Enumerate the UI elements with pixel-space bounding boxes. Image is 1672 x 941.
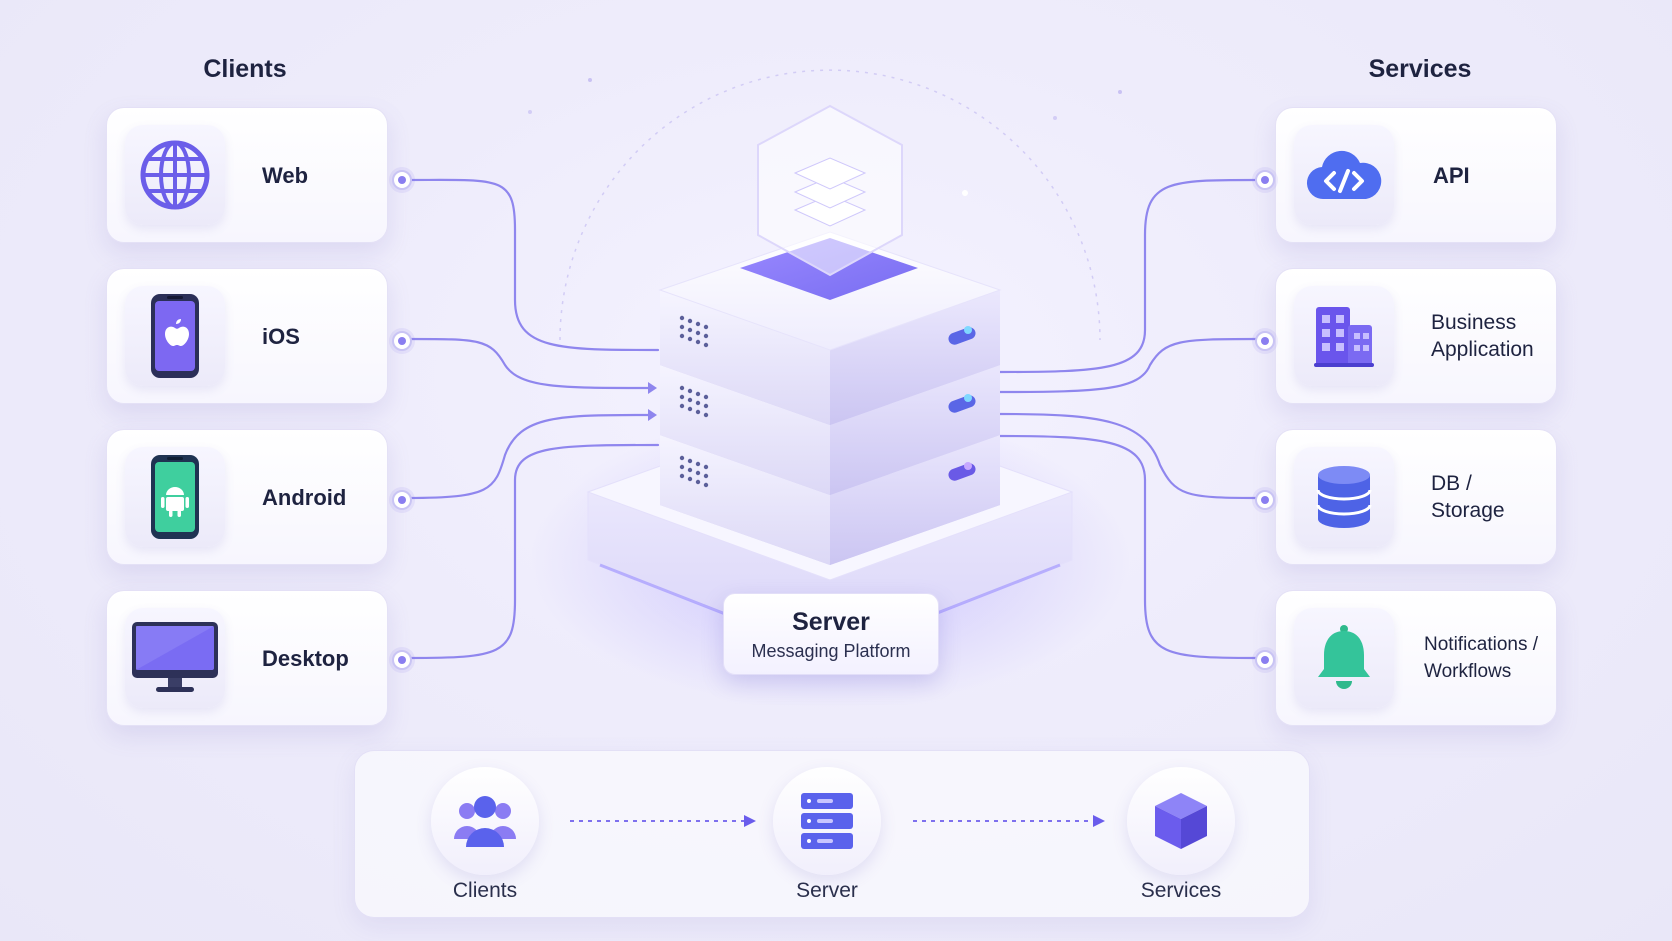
office-building-icon: [1294, 286, 1394, 386]
client-card-desktop[interactable]: Desktop: [106, 590, 388, 726]
flow-label-services: Services: [1140, 879, 1222, 902]
connector-port-notifications-workflows: [1255, 650, 1275, 670]
flow-panel: Clients Server Services: [354, 750, 1310, 918]
connector-port-db-storage: [1255, 490, 1275, 510]
flow-label-server: Server: [796, 879, 858, 902]
connector-port-api: [1255, 170, 1275, 190]
desktop-monitor-icon: [125, 608, 225, 708]
client-label-ios: iOS: [262, 323, 300, 349]
client-card-web[interactable]: Web: [106, 107, 388, 243]
server-subtitle: Messaging Platform: [751, 641, 911, 661]
iphone-icon: [125, 286, 225, 386]
server-title: Server: [792, 608, 870, 636]
service-card-api[interactable]: API: [1275, 107, 1557, 243]
service-card-business-application[interactable]: Business Application: [1275, 268, 1557, 404]
connector-port-business-application: [1255, 331, 1275, 351]
service-label-notifications-workflows: Notifications / Workflows: [1424, 634, 1539, 682]
server-rack-icon: [773, 767, 881, 875]
android-phone-icon: [125, 447, 225, 547]
database-icon: [1294, 447, 1394, 547]
service-label-db-storage: DB / Storage: [1431, 472, 1505, 522]
flow-label-clients: Clients: [452, 879, 518, 902]
client-label-android: Android: [262, 484, 347, 510]
flow-arrow-2: [913, 815, 1105, 827]
connector-port-web: [392, 170, 412, 190]
services-heading: Services: [1368, 55, 1472, 83]
bell-icon: [1294, 608, 1394, 708]
service-label-business-application: Business Application: [1431, 311, 1534, 361]
connector-port-desktop: [392, 650, 412, 670]
users-icon: [431, 767, 539, 875]
service-card-notifications-workflows[interactable]: Notifications / Workflows: [1275, 590, 1557, 726]
client-label-desktop: Desktop: [262, 645, 349, 671]
cube-icon: [1127, 767, 1235, 875]
globe-icon: [125, 125, 225, 225]
server-label-card: Server Messaging Platform: [723, 593, 939, 675]
cloud-code-icon: [1294, 125, 1394, 225]
flow-arrow-1: [570, 815, 756, 827]
connector-port-android: [392, 490, 412, 510]
service-label-api: API: [1433, 162, 1470, 188]
client-card-android[interactable]: Android: [106, 429, 388, 565]
clients-heading: Clients: [203, 55, 287, 83]
service-card-db-storage[interactable]: DB / Storage: [1275, 429, 1557, 565]
connector-port-ios: [392, 331, 412, 351]
client-card-ios[interactable]: iOS: [106, 268, 388, 404]
client-label-web: Web: [262, 162, 309, 188]
